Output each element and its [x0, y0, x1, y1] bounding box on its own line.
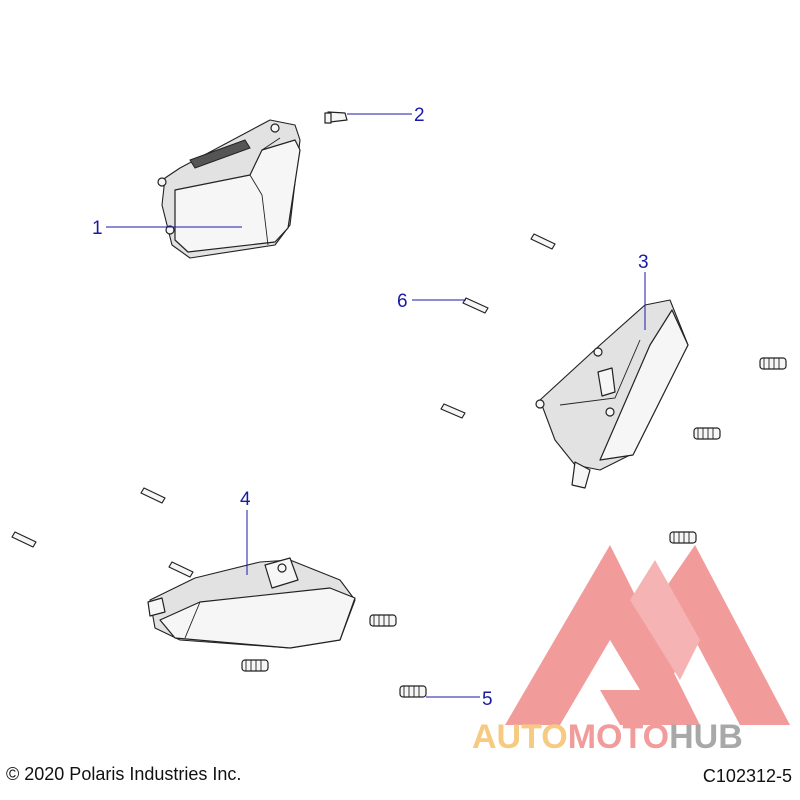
- callout-4: 4: [240, 489, 251, 510]
- spring-5b: [241, 659, 269, 672]
- lamp-assembly-3: [535, 299, 689, 489]
- screw-6b: [530, 233, 556, 250]
- spring-5a: [399, 685, 427, 698]
- spring-5d: [669, 531, 697, 544]
- copyright-text: © 2020 Polaris Industries Inc.: [6, 764, 242, 784]
- screw-6f: [11, 531, 37, 548]
- callout-5: 5: [482, 689, 493, 710]
- screw-6a: [462, 297, 489, 314]
- watermark-text: AUTOMOTOHUB: [472, 718, 743, 756]
- watermark-part3: HUB: [669, 718, 743, 756]
- watermark-logo: AUTOMOTOHUB: [472, 545, 790, 756]
- watermark-part2: MOTO: [568, 718, 669, 756]
- drawing-id: C102312-5: [702, 766, 792, 786]
- screw-6c: [440, 403, 466, 419]
- watermark-part1: AUTO: [472, 718, 568, 756]
- callout-6: 6: [397, 291, 408, 312]
- lamp-assembly-4: [147, 557, 356, 649]
- callout-1: 1: [92, 218, 103, 239]
- headlight-assembly-1: [157, 119, 301, 259]
- spring-5f: [759, 357, 787, 370]
- screw-6d: [140, 487, 166, 504]
- spring-5e: [693, 427, 721, 440]
- spring-5c: [369, 614, 397, 627]
- callout-2: 2: [414, 105, 425, 126]
- callout-3: 3: [638, 252, 649, 273]
- pin-2: [324, 111, 348, 124]
- screw-6e: [168, 561, 194, 578]
